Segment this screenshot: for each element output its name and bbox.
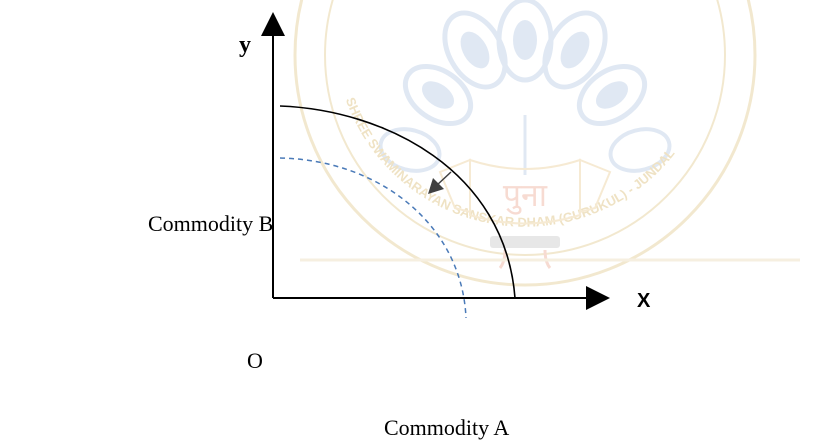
commodity-a-label: Commodity A [384,415,509,440]
seal-banner: पुना [438,158,612,225]
y-axis-label: y [239,32,251,58]
shifted-ppc-curve [279,157,467,319]
seal-plaque [490,236,560,248]
original-ppc-curve [279,105,516,299]
x-axis-label: X [637,290,651,312]
peacock-feathers [378,0,672,175]
origin-label: O [247,348,263,373]
seal-inner-ring [324,0,726,256]
seal-banner-script: पुना [503,176,548,215]
seal-outer-ring [293,0,757,287]
shift-arrow-icon [428,171,452,194]
watermark-seal: SHREE SWAMINARAYAN SANSKAR DHAM (GURUKUL… [293,0,800,287]
commodity-b-label: Commodity B [148,211,273,236]
